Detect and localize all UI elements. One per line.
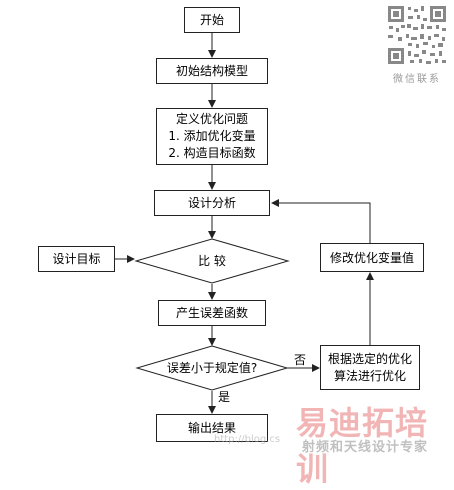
design-analysis-node: 设计分析 [154, 190, 270, 216]
no-label: 否 [294, 353, 307, 367]
define-problem-step2: 2. 构造目标函数 [168, 146, 256, 160]
error-function-node: 产生误差函数 [158, 300, 266, 326]
watermark-slogan: 射频和天线设计专家 [302, 440, 429, 455]
qr-caption: 微信联系 [393, 74, 441, 85]
define-problem-step1: 1. 添加优化变量 [168, 129, 256, 143]
flowchart: 开始 初始结构模型 定义优化问题 1. 添加优化变量 2. 构造目标函数 设计分… [38, 4, 448, 488]
decision-label: 误差小于规定值? [166, 361, 258, 375]
define-problem-title: 定义优化问题 [175, 112, 248, 126]
connector-layer [115, 33, 374, 414]
define-problem-node: 定义优化问题 1. 添加优化变量 2. 构造目标函数 [156, 108, 268, 165]
compare-diamond [134, 238, 290, 284]
start-node: 开始 [184, 7, 240, 33]
yes-label: 是 [218, 390, 231, 404]
modify-variables-node: 修改优化变量值 [320, 243, 424, 272]
output-node: 输出结果 [156, 414, 268, 442]
qr-code-image [386, 4, 448, 66]
compare-label: 比 较 [198, 254, 226, 268]
decision-diamond [135, 345, 289, 391]
optimize-line1: 根据选定的优化 [327, 351, 412, 366]
design-target-node: 设计目标 [38, 246, 115, 272]
arrow-modify-to-analysis [271, 199, 371, 243]
init-model-node: 初始结构模型 [156, 58, 268, 84]
optimize-line2: 算法进行优化 [333, 368, 406, 383]
watermark-url: http://blog.cs [214, 434, 281, 445]
optimize-algorithm-node: 根据选定的优化 算法进行优化 [320, 345, 420, 390]
